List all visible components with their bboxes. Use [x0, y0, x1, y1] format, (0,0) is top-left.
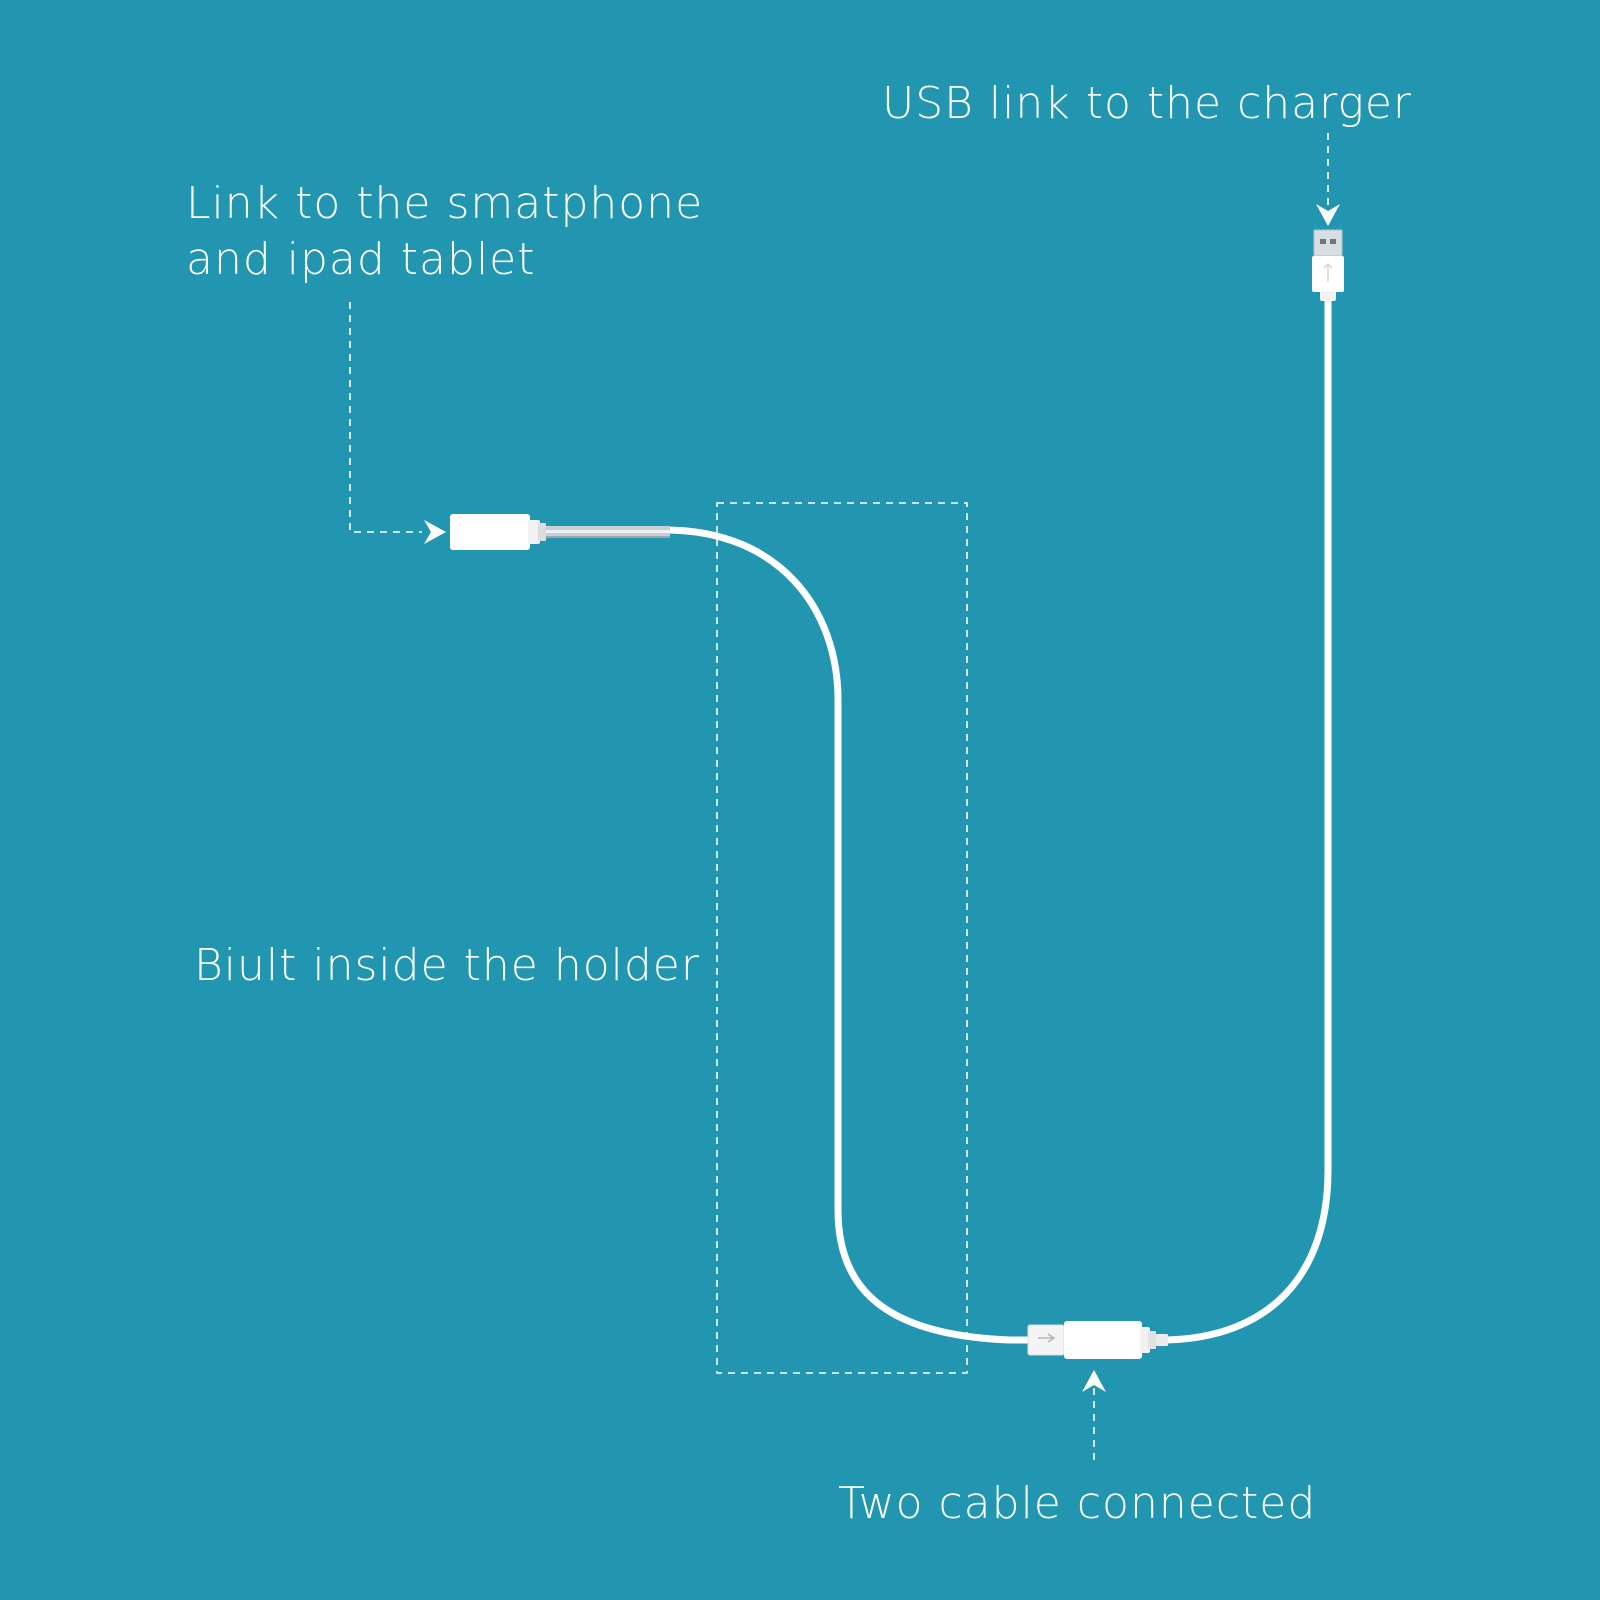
smartphone-label: Link to the smatphone and ipad tablet — [186, 176, 703, 288]
connected-text: Two cable connected — [838, 1478, 1317, 1529]
holder-text: Biult inside the holder — [194, 940, 700, 991]
smartphone-line-1: Link to the smatphone — [186, 178, 704, 229]
joint-pointer — [1082, 1370, 1106, 1466]
usb-joint-icon — [1027, 1321, 1168, 1359]
smartphone-line-2: and ipad tablet — [186, 234, 536, 285]
connected-label: Two cable connected — [838, 1476, 1316, 1532]
usb-charger-text: USB link to the charger — [882, 78, 1413, 129]
usb-charger-label: USB link to the charger — [882, 76, 1412, 132]
usb-plug-icon — [1312, 229, 1344, 301]
phone-pointer — [349, 302, 446, 544]
holder-label: Biult inside the holder — [194, 938, 700, 994]
charger-pointer — [1316, 133, 1340, 226]
usb-socket-icon — [450, 514, 670, 550]
cable-right — [1161, 291, 1332, 1344]
cable — [661, 526, 1034, 1344]
